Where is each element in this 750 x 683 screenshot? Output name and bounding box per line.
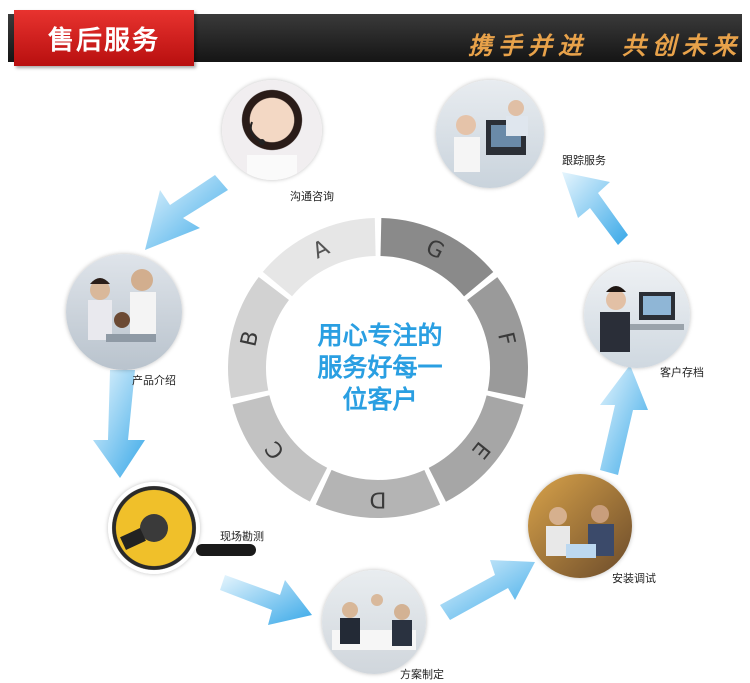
photo-product-intro bbox=[66, 254, 182, 370]
center-slogan: 用心专注的 服务好每一 位客户 bbox=[300, 320, 460, 416]
arrow-archive-to-tracking bbox=[562, 172, 628, 245]
photo-archive bbox=[584, 262, 690, 368]
center-line-2: 服务好每一 bbox=[300, 352, 460, 384]
ring-letter: D bbox=[369, 486, 386, 511]
arrow-plan-to-install bbox=[440, 560, 535, 620]
step-label-archive: 客户存档 bbox=[660, 364, 704, 380]
step-label-planning: 方案制定 bbox=[400, 666, 444, 682]
photo-consulting bbox=[222, 80, 322, 180]
tape-handle bbox=[196, 544, 256, 556]
photo-installation bbox=[528, 474, 632, 578]
step-label-survey: 现场勘测 bbox=[220, 528, 264, 544]
photo-survey bbox=[108, 482, 200, 574]
photo-tracking bbox=[436, 80, 544, 188]
photo-planning bbox=[322, 570, 426, 674]
arrow-consult-to-product bbox=[145, 175, 228, 250]
arrow-survey-to-plan bbox=[220, 575, 312, 625]
arrow-install-to-archive bbox=[600, 365, 648, 475]
step-label-product-intro: 产品介绍 bbox=[132, 372, 176, 388]
step-label-consulting: 沟通咨询 bbox=[290, 188, 334, 204]
step-label-installation: 安装调试 bbox=[612, 570, 656, 586]
center-line-3: 位客户 bbox=[300, 384, 460, 416]
step-label-tracking: 跟踪服务 bbox=[562, 152, 606, 168]
center-line-1: 用心专注的 bbox=[300, 320, 460, 352]
